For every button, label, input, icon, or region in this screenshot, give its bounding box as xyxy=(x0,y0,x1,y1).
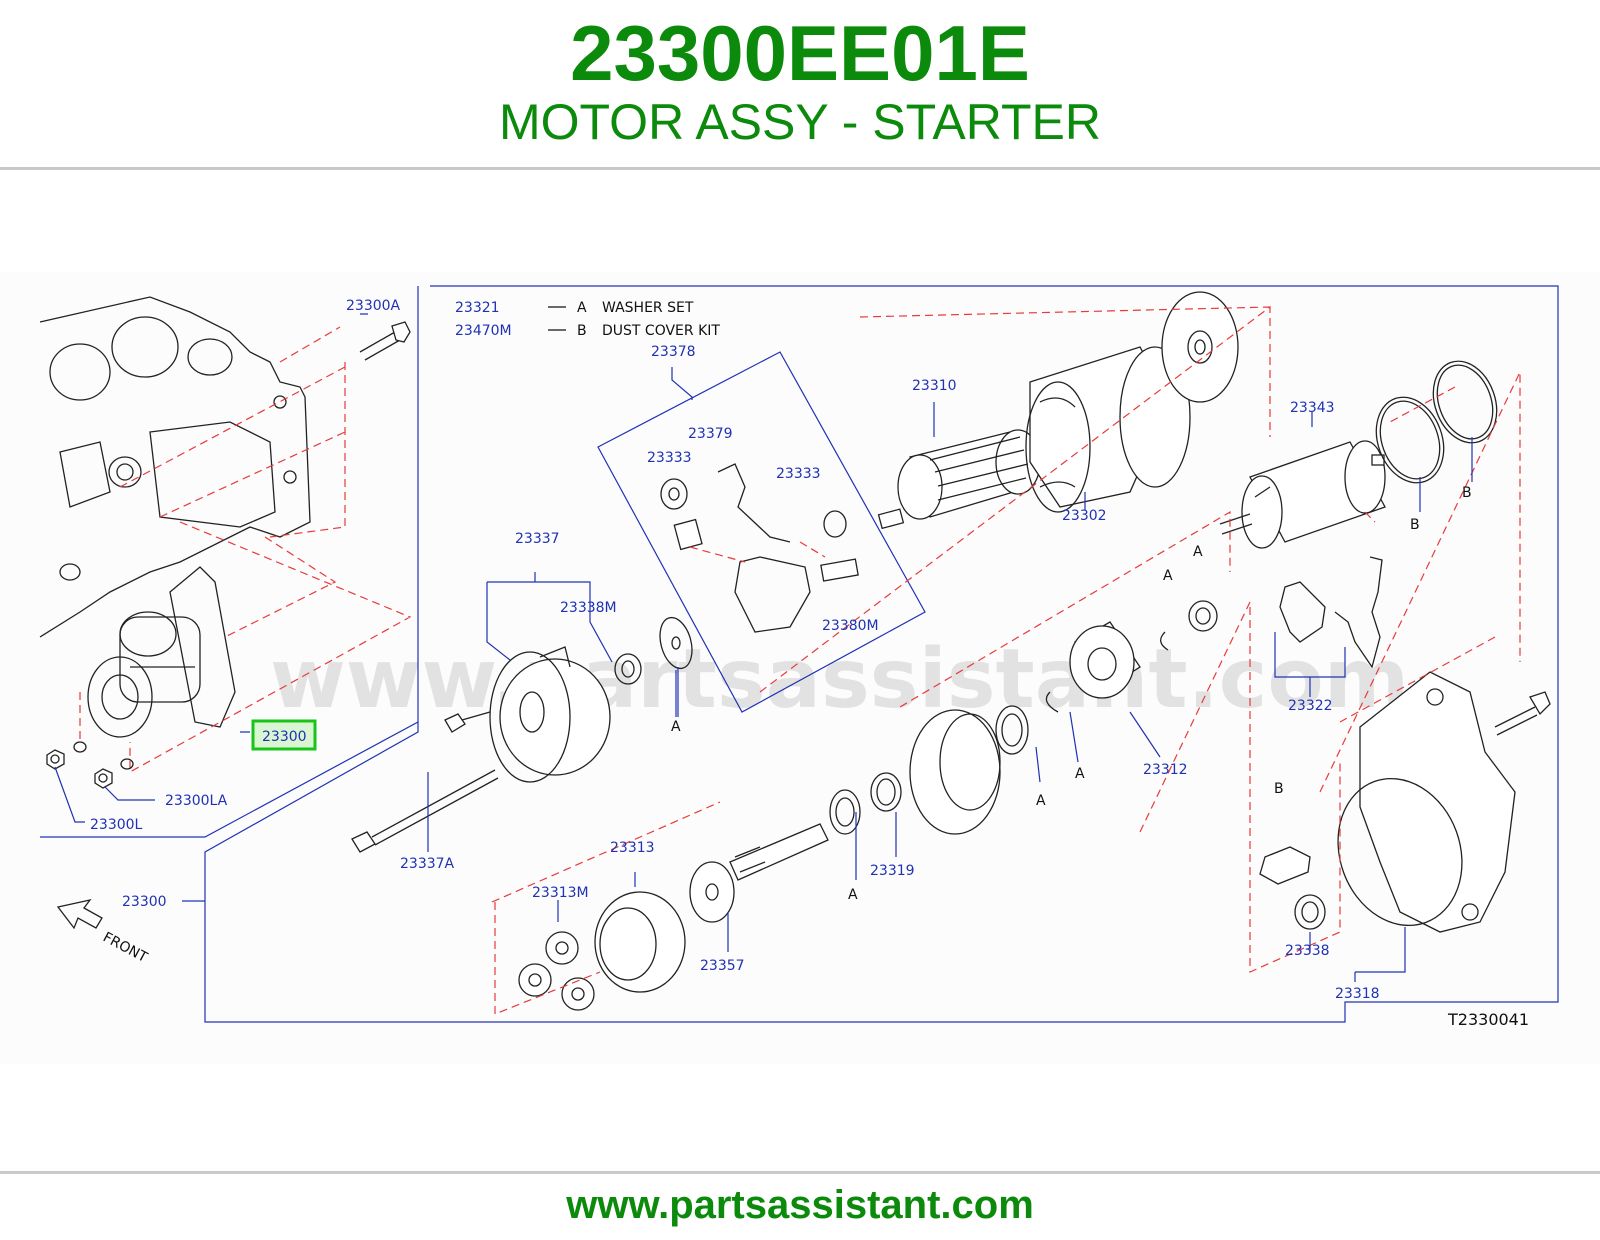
planet-gears-drawing xyxy=(518,931,595,1011)
bearing-washers-drawing xyxy=(614,616,693,685)
label-23357: 23357 xyxy=(700,958,745,974)
label-23302: 23302 xyxy=(1062,508,1107,524)
assembly-guide-lines-main xyxy=(491,305,1521,1015)
brush-holder-kit-box xyxy=(597,351,926,713)
label-b-1: B xyxy=(1410,517,1420,533)
label-b-3: B xyxy=(1274,781,1284,797)
label-23338: 23338 xyxy=(1285,943,1330,959)
pinion-shaft-drawing xyxy=(689,823,829,923)
drive-housing-drawing xyxy=(1259,671,1551,933)
highlight-box-23300[interactable] xyxy=(251,719,317,751)
watermark-text: www.partsassistant.com xyxy=(270,632,1409,727)
label-b-2: B xyxy=(1462,485,1472,501)
label-23333-left: 23333 xyxy=(647,450,692,466)
legend-key-a: A xyxy=(577,300,587,316)
parts-diagram: www.partsassistant.com 23321 A WASHER SE… xyxy=(0,272,1600,1064)
armature-drawing xyxy=(877,429,1041,530)
label-23338M: 23338M xyxy=(560,600,617,616)
leaders-main xyxy=(427,402,1473,982)
leader-23378 xyxy=(671,367,693,400)
part-name-subtitle: MOTOR ASSY - STARTER xyxy=(499,94,1101,150)
label-23337: 23337 xyxy=(515,531,560,547)
label-23333-right: 23333 xyxy=(776,466,821,482)
label-a-1: A xyxy=(671,719,681,735)
solenoid-drawing xyxy=(1219,440,1386,549)
label-23318: 23318 xyxy=(1335,986,1380,1002)
brush-holder-drawing xyxy=(660,463,859,633)
part-number-title: 23300EE01E xyxy=(570,9,1030,97)
starter-motor-assembly-drawing xyxy=(87,566,236,738)
figure-code: T2330041 xyxy=(1447,1010,1529,1029)
legend-desc-a: WASHER SET xyxy=(602,300,694,316)
page-header: 23300EE01E MOTOR ASSY - STARTER xyxy=(0,0,1600,168)
label-23300-highlighted[interactable]: 23300 xyxy=(262,729,307,745)
label-23343: 23343 xyxy=(1290,400,1335,416)
leaders-left xyxy=(54,313,368,823)
label-23337A: 23337A xyxy=(400,856,455,872)
label-23313: 23313 xyxy=(610,840,655,856)
exploded-view-svg: www.partsassistant.com 23321 A WASHER SE… xyxy=(0,272,1600,1064)
legend: 23321 A WASHER SET 23470M B DUST COVER K… xyxy=(455,300,720,339)
main-panel-frame xyxy=(204,285,1559,1023)
label-23378: 23378 xyxy=(651,344,696,360)
legend-code-a: 23321 xyxy=(455,300,500,316)
label-23322: 23322 xyxy=(1288,698,1333,714)
gaskets-drawing xyxy=(1375,360,1498,484)
label-a-6: A xyxy=(1193,544,1203,560)
legend-code-b: 23470M xyxy=(455,323,512,339)
label-23379: 23379 xyxy=(688,426,733,442)
rear-housing-drawing xyxy=(489,646,611,783)
center-housing-drawing xyxy=(829,705,1029,835)
label-a-3: A xyxy=(1036,793,1046,809)
label-23319: 23319 xyxy=(870,863,915,879)
footer-website-link[interactable]: www.partsassistant.com xyxy=(566,1183,1034,1227)
label-23312: 23312 xyxy=(1143,762,1188,778)
legend-desc-b: DUST COVER KIT xyxy=(602,323,720,339)
bolt-23300A-drawing xyxy=(359,321,411,361)
shift-lever-drawing xyxy=(1279,556,1383,669)
label-23300LA: 23300LA xyxy=(165,793,228,809)
left-panel-frame xyxy=(40,286,419,838)
assembly-guide-lines-left xyxy=(79,326,412,774)
label-a-5: A xyxy=(1163,568,1173,584)
label-23310: 23310 xyxy=(912,378,957,394)
label-23313M: 23313M xyxy=(532,885,589,901)
label-23300A: 23300A xyxy=(346,298,401,314)
pinion-clutch-drawing xyxy=(1045,600,1218,713)
nut-washer-drawing xyxy=(46,741,134,789)
internal-gear-drawing xyxy=(594,891,686,993)
label-23380M: 23380M xyxy=(822,618,879,634)
label-23300L: 23300L xyxy=(90,817,143,833)
label-a-2: A xyxy=(848,887,858,903)
header-divider xyxy=(0,167,1600,170)
label-23300: 23300 xyxy=(122,894,167,910)
label-a-4: A xyxy=(1075,766,1085,782)
legend-key-b: B xyxy=(577,323,587,339)
footer-divider xyxy=(0,1171,1600,1174)
through-bolts-drawing xyxy=(351,711,499,853)
